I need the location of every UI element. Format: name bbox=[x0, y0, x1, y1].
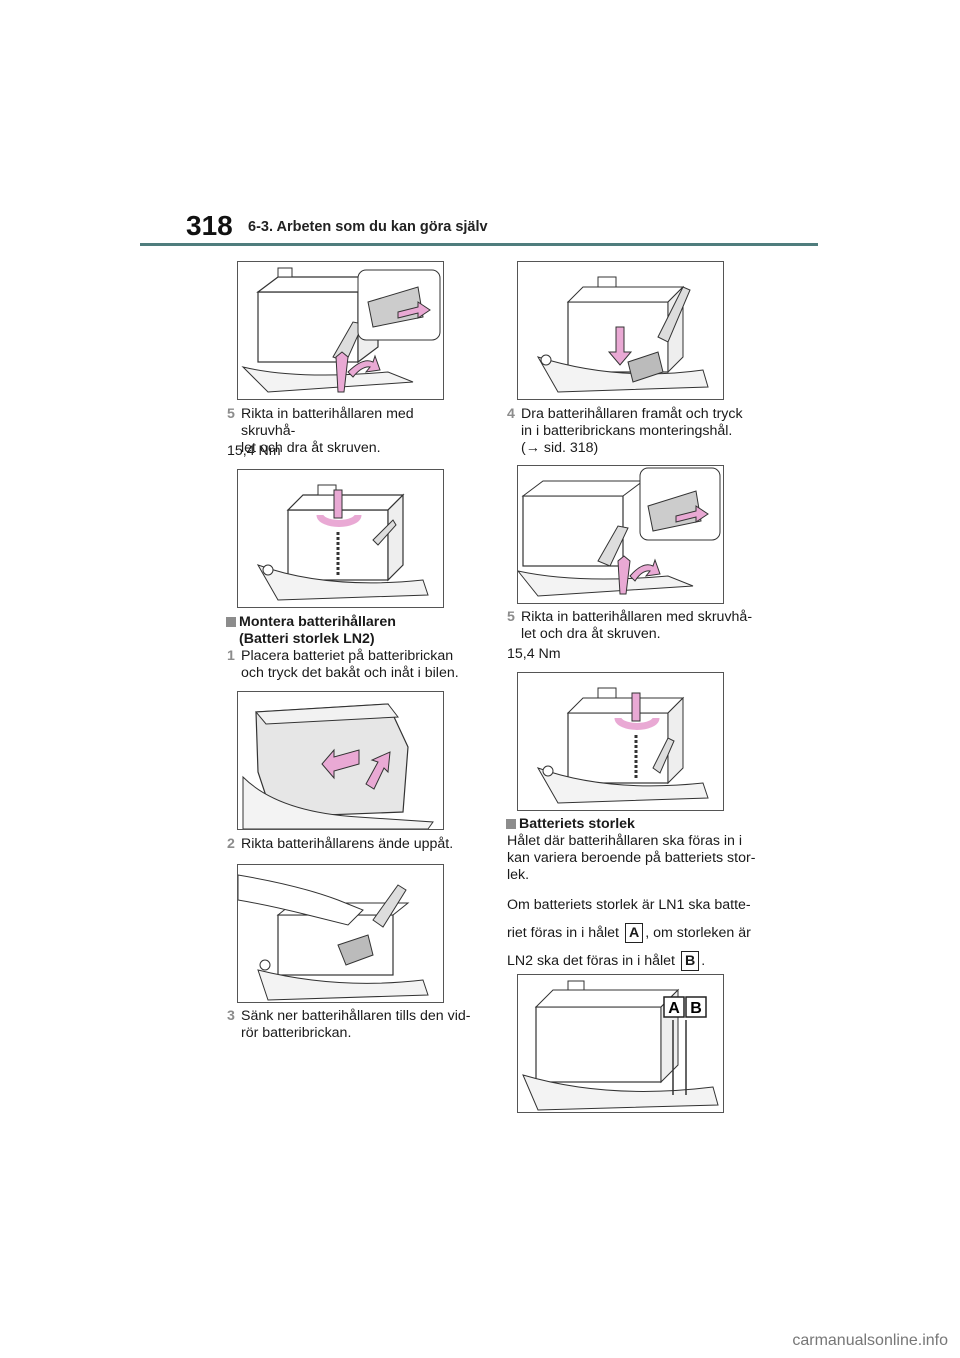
step-number: 5 bbox=[227, 406, 235, 422]
watermark: carmanualsonline.info bbox=[792, 1332, 948, 1349]
heading-battery-size: Batteriets storlek bbox=[506, 816, 756, 833]
paragraph-ln1-ln2: Om batteriets storlek är LN1 ska batte- … bbox=[507, 897, 751, 971]
figure-screw-tighten-left bbox=[237, 469, 444, 608]
header-rule bbox=[140, 243, 818, 246]
label-a-box: A bbox=[624, 923, 644, 943]
step-number: 3 bbox=[227, 1008, 235, 1024]
figure-holder-forward bbox=[517, 261, 724, 400]
torque-value-right: 15,4 Nm bbox=[507, 646, 561, 662]
label-b-box: B bbox=[680, 951, 700, 971]
page-number: 318 bbox=[186, 210, 233, 241]
step-number: 4 bbox=[507, 406, 515, 422]
heading-square-icon bbox=[226, 617, 236, 627]
section-title: 6-3. Arbeten som du kan göra själv bbox=[248, 219, 488, 235]
step-3-left: 3 Sänk ner batterihållaren tills den vid… bbox=[227, 1008, 471, 1041]
figure-battery-size-holes: A B bbox=[517, 974, 724, 1113]
figure-hand-holder bbox=[237, 864, 444, 1003]
step-number: 5 bbox=[507, 609, 515, 625]
figure-push-battery bbox=[237, 691, 444, 830]
figure-label-b: B bbox=[690, 1000, 702, 1017]
paragraph-hole-varies: Hålet där batterihållaren ska föras in i… bbox=[507, 833, 756, 883]
step-number: 1 bbox=[227, 648, 235, 664]
step-text: Rikta in batterihållaren med skruvhå-let… bbox=[241, 406, 414, 456]
figure-holder-alignment-left bbox=[237, 261, 444, 400]
figure-screw-tighten-right bbox=[517, 672, 724, 811]
step-5-right: 5 Rikta in batterihållaren med skruvhå-l… bbox=[507, 609, 753, 642]
step-number: 2 bbox=[227, 836, 235, 852]
step-2-left: 2 Rikta batterihållarens ände uppåt. bbox=[227, 836, 454, 852]
heading-square-icon bbox=[506, 819, 516, 829]
heading-install-holder-ln2: Montera batterihållaren(Batteri storlek … bbox=[226, 614, 476, 648]
figure-holder-alignment-right bbox=[517, 465, 724, 604]
torque-value-left: 15,4 Nm bbox=[227, 443, 281, 459]
figure-label-a: A bbox=[668, 1000, 680, 1017]
step-5-left: 5 Rikta in batterihållaren med skruvhå-l… bbox=[227, 406, 467, 457]
